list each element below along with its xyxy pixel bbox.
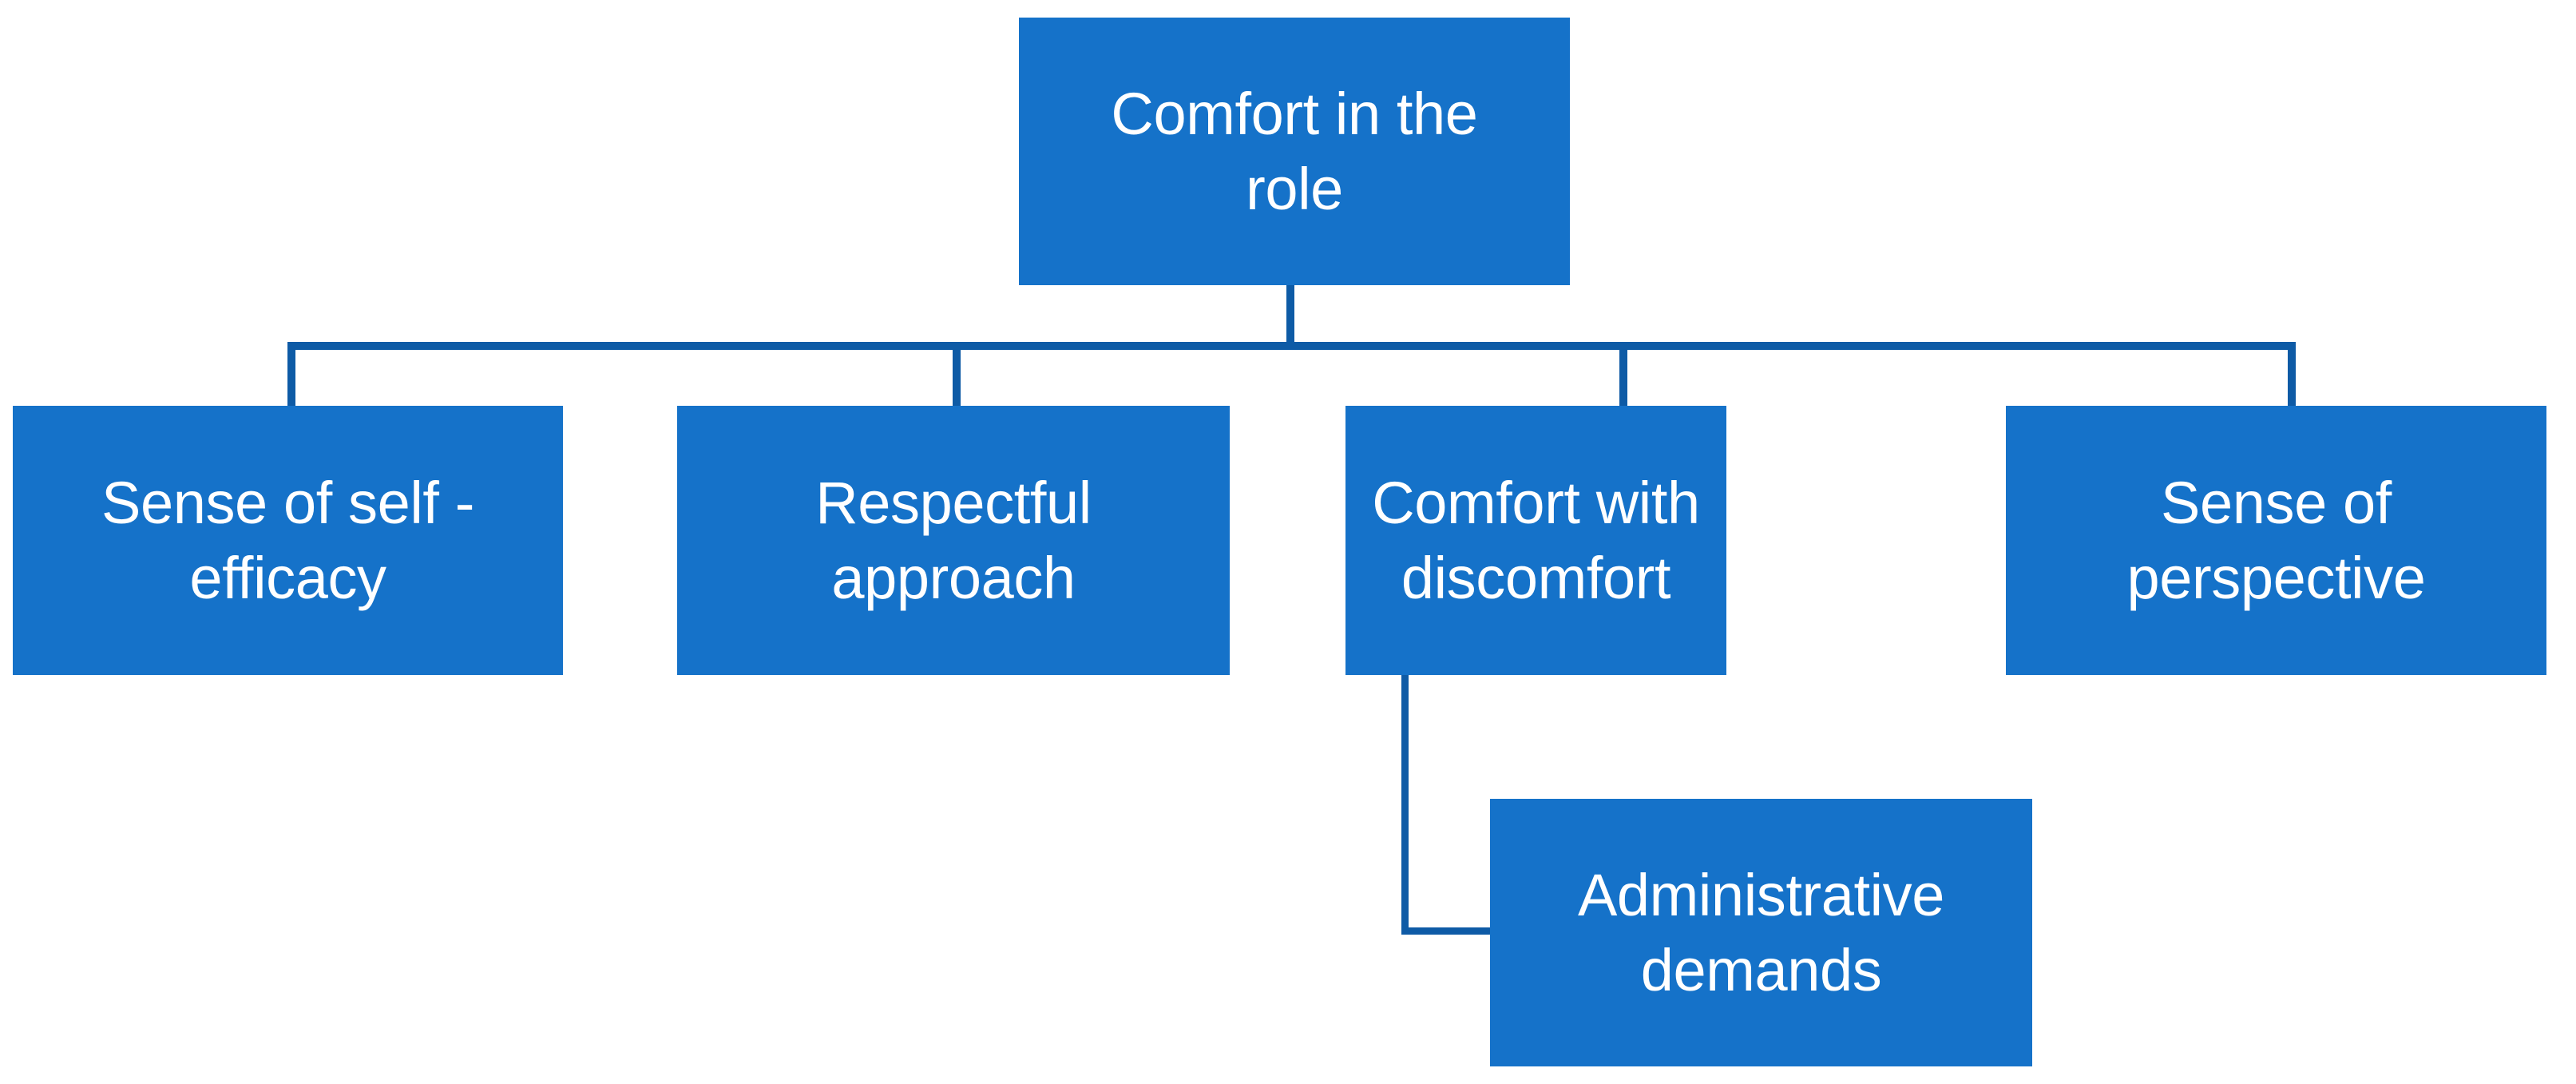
node-label-sense-of-self-efficacy: Sense of self - efficacy	[101, 469, 474, 611]
connector-drop-sense-of-self-efficacy	[287, 350, 295, 406]
connector-drop-respectful-approach	[953, 350, 961, 406]
node-sense-of-perspective[interactable]: Sense of perspective	[2006, 406, 2546, 675]
connector-elbow-vertical-administrative-demands	[1401, 675, 1409, 935]
connector-root-stem	[1286, 285, 1294, 343]
node-label-respectful-approach: Respectful approach	[815, 469, 1092, 611]
node-comfort-with-discomfort[interactable]: Comfort with discomfort	[1345, 406, 1726, 675]
node-label-administrative-demands: Administrative demands	[1577, 861, 1945, 1003]
node-respectful-approach[interactable]: Respectful approach	[677, 406, 1230, 675]
node-administrative-demands[interactable]: Administrative demands	[1490, 799, 2032, 1066]
connector-drop-sense-of-perspective	[2288, 350, 2296, 406]
node-label-comfort-in-the-role: Comfort in the role	[1111, 80, 1478, 222]
connector-horizontal-bus	[287, 342, 2296, 350]
node-label-comfort-with-discomfort: Comfort with discomfort	[1372, 469, 1700, 611]
node-sense-of-self-efficacy[interactable]: Sense of self - efficacy	[13, 406, 563, 675]
connector-drop-comfort-with-discomfort	[1619, 350, 1627, 406]
node-comfort-in-the-role[interactable]: Comfort in the role	[1019, 18, 1570, 285]
node-label-sense-of-perspective: Sense of perspective	[2126, 469, 2426, 611]
connector-elbow-horizontal-administrative-demands	[1401, 927, 1490, 935]
